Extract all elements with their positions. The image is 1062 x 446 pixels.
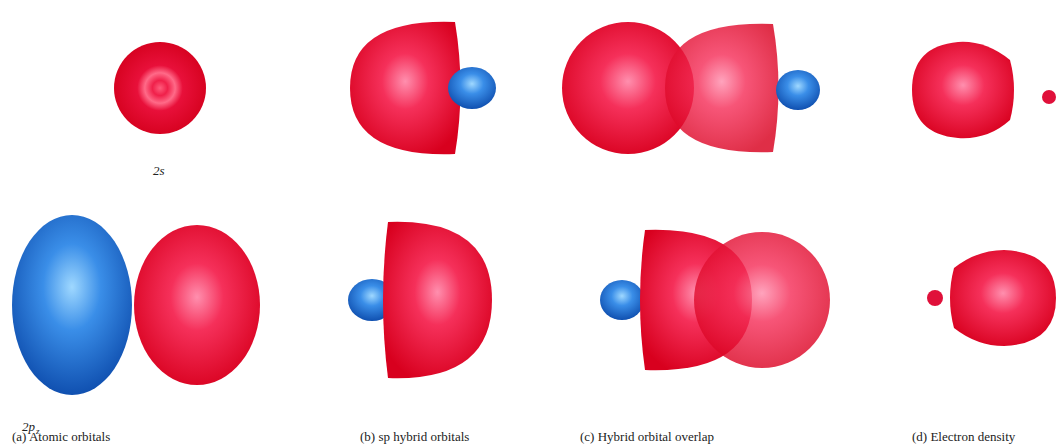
p-lobe-negative bbox=[12, 215, 132, 395]
density-lobe bbox=[912, 42, 1014, 138]
sp-hybrid-lobe bbox=[383, 222, 492, 378]
orbital-label: 2s bbox=[153, 164, 165, 177]
panel-caption: (d) Electron density bbox=[912, 430, 1015, 443]
panel-caption: (c) Hybrid orbital overlap bbox=[580, 430, 714, 443]
sp-small-lobe bbox=[600, 280, 644, 320]
sp-small-lobe bbox=[448, 67, 496, 109]
p-lobe-positive bbox=[134, 225, 260, 385]
p-orbital-lobe bbox=[694, 232, 830, 368]
panel-caption: (b) sp hybrid orbitals bbox=[360, 430, 469, 443]
sp-hybrid-lobe bbox=[665, 24, 779, 152]
density-dot bbox=[927, 290, 943, 306]
s-orbital bbox=[114, 42, 206, 134]
sp-hybrid-lobe bbox=[350, 22, 461, 154]
density-dot bbox=[1042, 90, 1056, 104]
sp-small-lobe bbox=[776, 70, 820, 110]
density-lobe bbox=[950, 250, 1056, 346]
panel-caption: (a) Atomic orbitals bbox=[12, 430, 110, 443]
